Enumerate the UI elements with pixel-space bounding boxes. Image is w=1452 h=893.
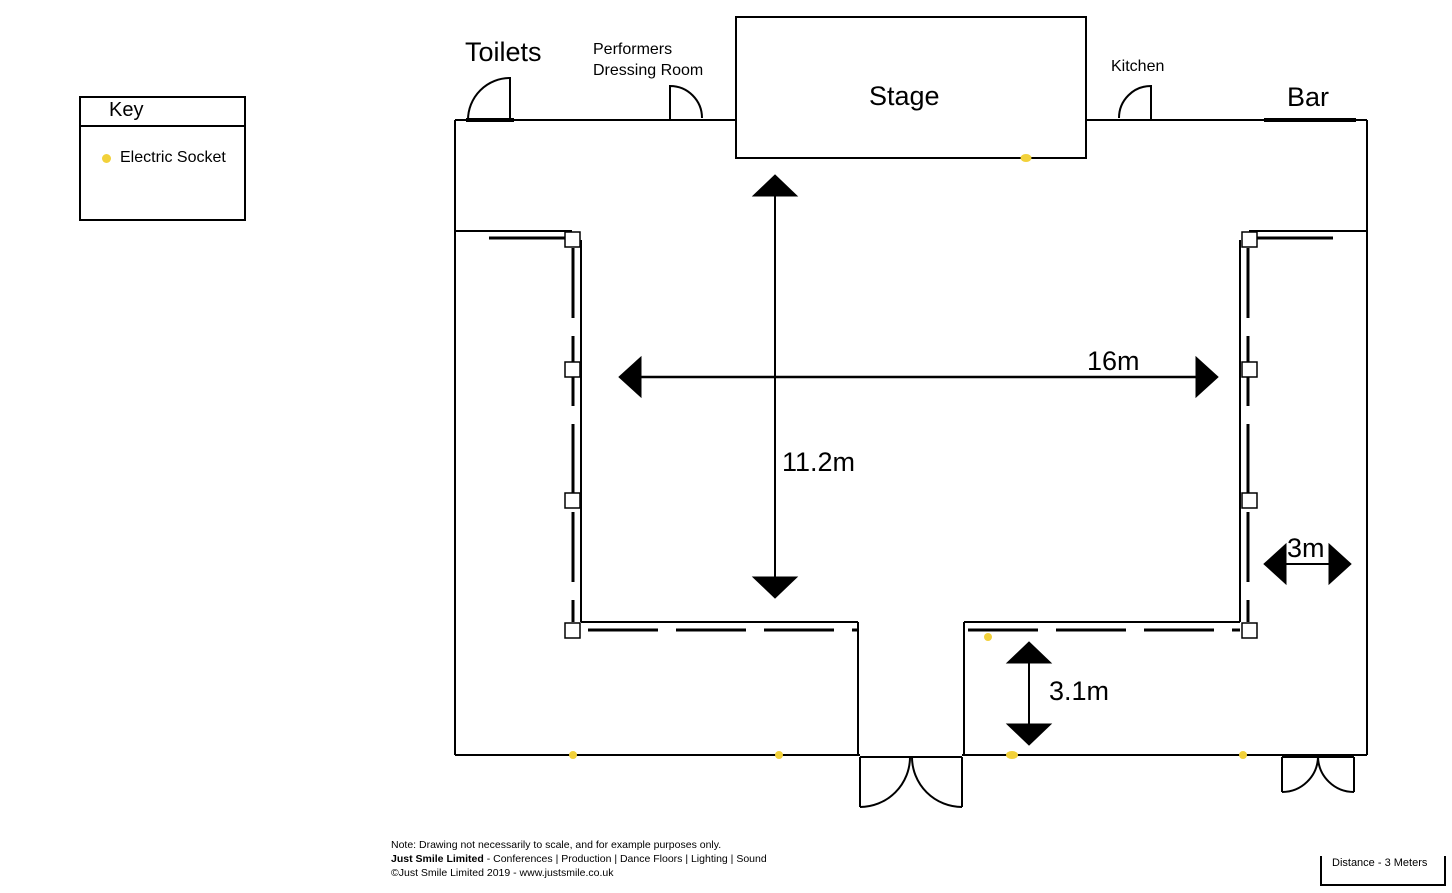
footer-copyright: ©Just Smile Limited 2019 - www.justsmile… [391,867,614,879]
scale-bar-label: Distance - 3 Meters [1332,857,1428,869]
column [564,492,581,509]
depth-arrow [751,174,799,599]
outer-walls [454,119,1368,756]
socket-legend-marker [102,154,111,163]
curtain-lines [489,236,1333,632]
electric-sockets [569,154,1247,759]
side-door-right [1317,756,1355,793]
socket [775,751,783,759]
column [1241,231,1258,248]
footer-note: Note: Drawing not necessarily to scale, … [391,839,722,851]
socket [1006,751,1018,759]
depth-dimension-label: 11.2m [782,447,856,477]
socket [984,633,992,641]
toilets-label: Toilets [465,37,542,67]
socket [1239,751,1247,759]
column [564,622,581,639]
entrance-arrow [1005,641,1053,746]
column [564,361,581,378]
footer-services: - Conferences | Production | Dance Floor… [483,853,767,865]
legend-title: Key [109,99,144,121]
columns [564,231,1258,639]
kitchen-door [1118,84,1152,120]
dressing-room-label-line1: Performers [593,41,673,58]
column [1241,492,1258,509]
toilets-door [467,76,511,121]
main-entrance-door-left [859,756,911,808]
side-arrow [1263,542,1352,586]
socket [569,751,577,759]
column [1241,361,1258,378]
scale-bar: Distance - 3 Meters [1320,856,1446,886]
dimension-arrows [618,174,1352,746]
footer-notes: Note: Drawing not necessarily to scale, … [391,838,767,880]
footer-company-line: Just Smile Limited - Conferences | Produ… [391,852,767,866]
doors [466,76,1356,808]
side-dimension-label: 3m [1287,533,1325,563]
inner-walls [580,240,1241,755]
column [1241,622,1258,639]
column [564,231,581,248]
width-dimension-label: 16m [1087,346,1140,376]
dressing-room-door [669,84,703,120]
legend-header: Key [81,98,244,127]
footer-company: Just Smile Limited [391,853,484,865]
bar-label: Bar [1287,82,1330,112]
entrance-dimension-label: 3.1m [1049,676,1110,706]
socket [1020,154,1032,162]
main-entrance-door-right [911,756,963,808]
width-arrow [618,355,1219,399]
dressing-room-label-line2: Dressing Room [593,62,704,79]
stage-label: Stage [869,81,940,111]
socket-legend-label: Electric Socket [120,149,226,166]
kitchen-label: Kitchen [1111,58,1165,75]
legend: Key Electric Socket [79,96,246,221]
stage-block [735,16,1087,159]
side-door-left [1281,756,1319,793]
